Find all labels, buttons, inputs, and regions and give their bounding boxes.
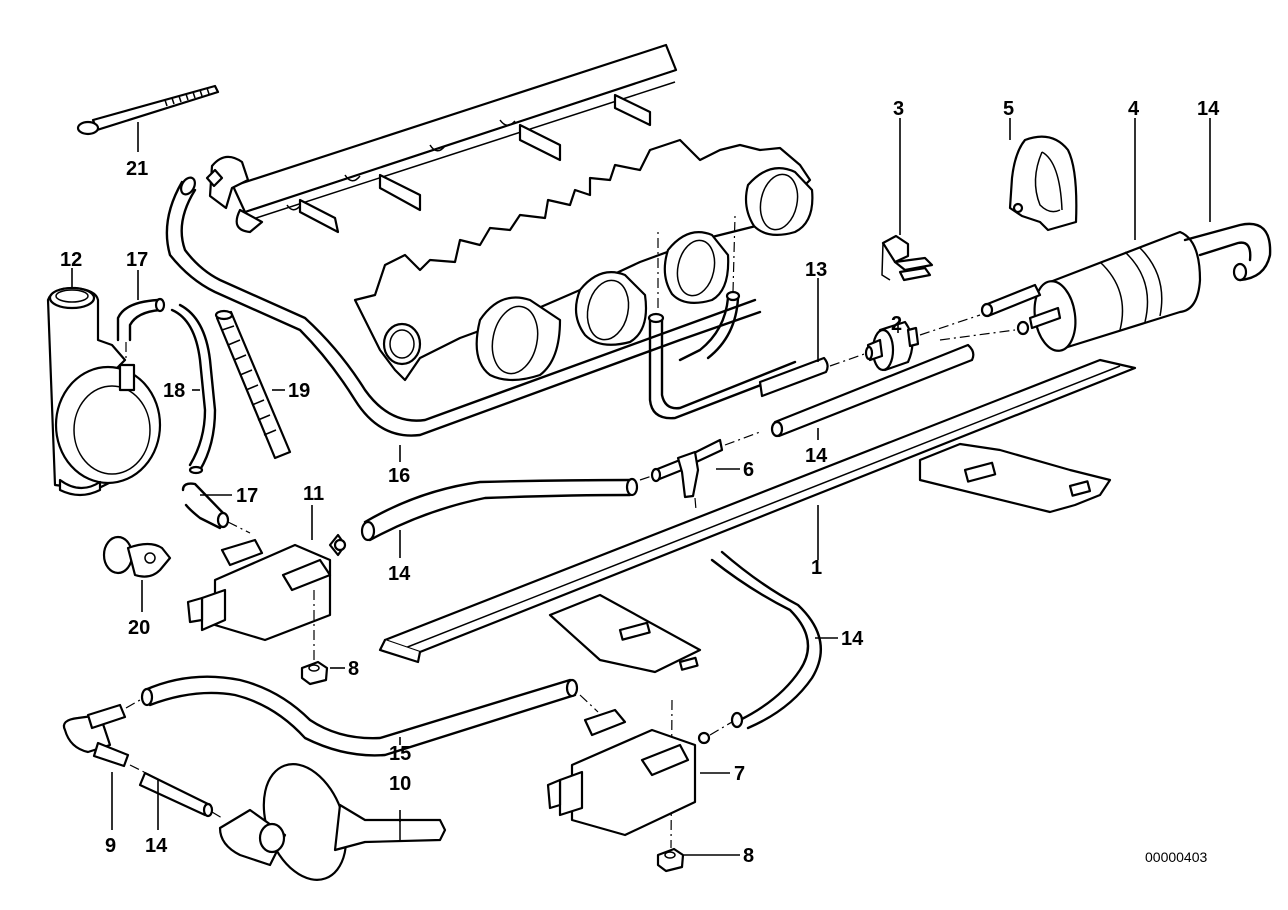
elbow-connector [62, 699, 151, 776]
callout-20: 20 [128, 617, 150, 639]
t-connector [639, 431, 761, 511]
callout-15: 15 [389, 743, 411, 765]
cable-tie [76, 84, 220, 136]
bracket-clamp [1008, 135, 1078, 232]
hose-18 [170, 303, 217, 475]
hose-14-filter-outlet [1183, 222, 1272, 282]
leader-lines [71, 118, 1211, 856]
nut-upper [300, 590, 329, 686]
callout-9: 9 [105, 835, 116, 857]
callout-16: 16 [388, 465, 410, 487]
callout-5: 5 [1003, 98, 1014, 120]
callout-14-filter: 14 [1197, 98, 1220, 120]
callout-8-lower: 8 [743, 845, 754, 867]
callout-11: 11 [303, 483, 324, 505]
check-valve [864, 314, 981, 372]
callout-19: 19 [288, 380, 310, 402]
callout-4: 4 [1128, 98, 1140, 120]
callout-14-center: 14 [805, 445, 828, 467]
hose-16 [165, 176, 762, 437]
grommet [102, 535, 172, 578]
hose-17-upper [116, 297, 166, 362]
callout-8-upper: 8 [348, 658, 359, 680]
hose-17-lower [181, 482, 251, 534]
callout-1: 1 [811, 557, 822, 579]
callout-2: 2 [891, 313, 902, 335]
callout-14-right: 14 [841, 628, 864, 650]
hose-14-right-curve [710, 550, 822, 730]
callout-18: 18 [163, 380, 185, 402]
mounting-rail [378, 358, 1137, 674]
hose-14-short-lower [138, 771, 223, 819]
callout-7: 7 [734, 763, 745, 785]
manifold-u-hose [647, 215, 802, 420]
callout-10: 10 [389, 773, 411, 795]
callout-6: 6 [743, 459, 754, 481]
callout-21: 21 [126, 158, 148, 180]
callout-3: 3 [893, 98, 904, 120]
callout-17-upper: 17 [126, 249, 148, 271]
callout-17-lower: 17 [236, 485, 258, 507]
vacuum-unit [218, 763, 447, 881]
solenoid-valve-lower [546, 708, 733, 837]
callout-14-lower: 14 [145, 835, 168, 857]
fuel-rail [205, 43, 678, 234]
hose-15 [140, 675, 599, 757]
callout-labels: 21 12 17 18 19 16 17 11 14 20 8 3 5 4 14… [60, 98, 1220, 867]
solenoid-valve-upper [186, 533, 347, 642]
filter-canister [939, 230, 1202, 352]
diagram-reference-number: 00000403 [1145, 849, 1208, 865]
hose-14-center [770, 343, 975, 438]
callout-14-solenoid: 14 [388, 563, 411, 585]
callout-12: 12 [60, 249, 82, 271]
intake-manifold [353, 138, 814, 382]
protective-sleeve [214, 309, 292, 460]
clip [881, 234, 934, 282]
thermo-valve [46, 286, 162, 497]
callout-13: 13 [805, 259, 827, 281]
hose-13 [758, 351, 871, 398]
hose-14-solenoid-upper [360, 477, 639, 542]
